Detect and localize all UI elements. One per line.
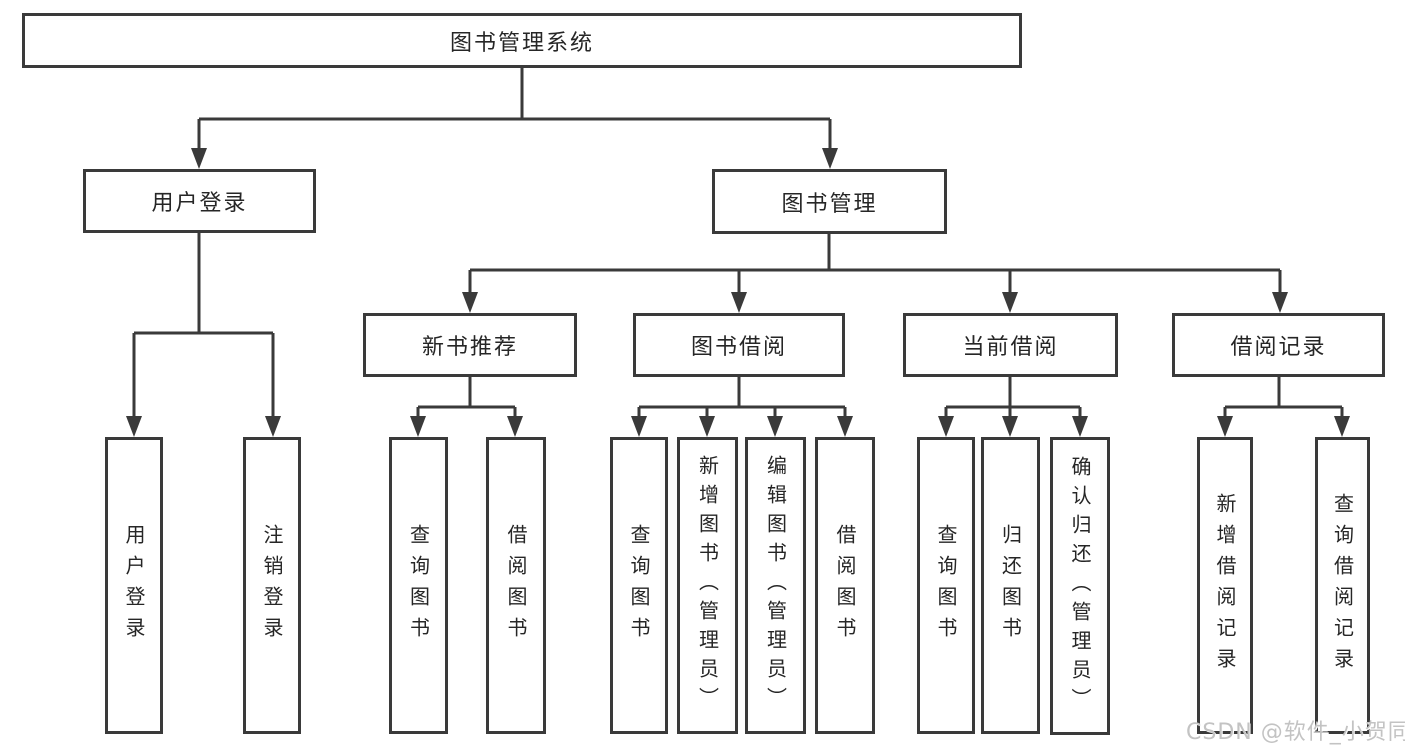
node-book-borrowing: 图书借阅 [633,313,845,377]
node-current-query-book: 查询图书 [917,437,975,734]
node-recommend-query-book: 查询图书 [389,437,448,734]
node-logout-leaf: 注销登录 [243,437,301,734]
arrowheads [126,148,1350,437]
node-borrowing-add-book: 新增图书（管理员） [677,437,738,734]
node-label: 编辑图书（管理员） [763,455,788,716]
node-label: 注销登录 [260,523,284,648]
node-label: 查询图书 [406,523,431,648]
node-label: 确认归还（管理员） [1068,455,1092,717]
node-label: 借阅图书 [833,523,857,648]
node-records-query-record: 查询借阅记录 [1315,437,1370,734]
node-label: 查询图书 [627,523,651,648]
node-label: 查询图书 [934,523,958,648]
node-recommend-borrow-book: 借阅图书 [486,437,546,734]
node-current-borrowing: 当前借阅 [903,313,1118,377]
node-current-return-book: 归还图书 [981,437,1040,734]
node-book-management: 图书管理 [712,169,947,234]
node-user-login: 用户登录 [83,169,316,233]
node-new-book-recommend: 新书推荐 [363,313,577,377]
node-records-add-record: 新增借阅记录 [1197,437,1253,734]
watermark: CSDN @软件_小贺同学 [1186,720,1405,745]
node-user-login-leaf: 用户登录 [105,437,163,734]
node-root: 图书管理系统 [22,13,1022,68]
node-borrowing-query-book: 查询图书 [610,437,668,734]
node-label: 借阅图书 [504,523,528,648]
tree-edges [132,68,1344,418]
node-label: 查询借阅记录 [1330,492,1355,679]
node-borrowing-borrow-book: 借阅图书 [815,437,875,734]
node-label: 新增图书（管理员） [695,455,720,716]
node-current-confirm-return: 确认归还（管理员） [1050,437,1110,735]
node-label: 归还图书 [998,523,1023,648]
node-label: 用户登录 [122,523,146,648]
node-borrowing-records: 借阅记录 [1172,313,1385,377]
node-label: 新增借阅记录 [1213,492,1237,679]
node-borrowing-edit-book: 编辑图书（管理员） [745,437,806,734]
